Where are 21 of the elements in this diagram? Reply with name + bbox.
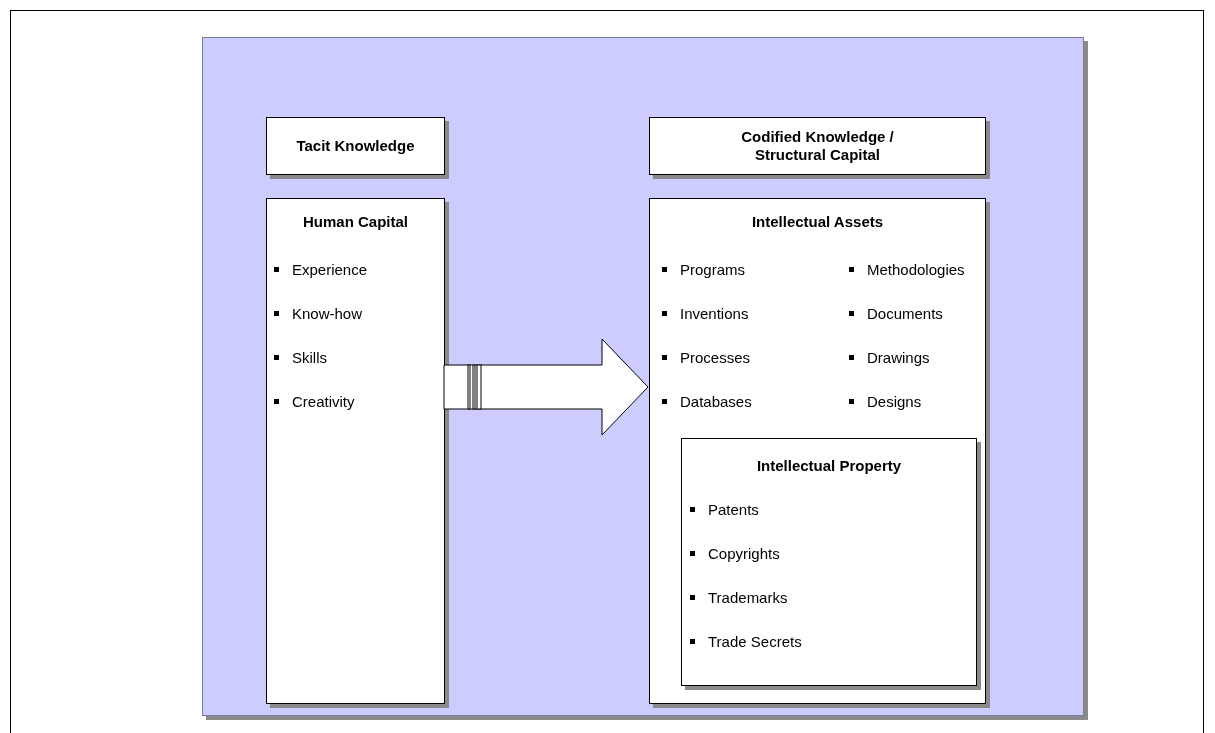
list-item: Patents <box>708 501 759 519</box>
box-heading: Intellectual Property <box>755 457 903 475</box>
list-item: Documents <box>867 305 943 323</box>
box-heading: Intellectual Assets <box>750 213 885 231</box>
list-item: Programs <box>680 261 746 279</box>
box-heading: Human Capital <box>302 213 409 231</box>
list-item: Processes <box>680 349 751 367</box>
list-item: Experience <box>292 261 368 279</box>
box-label: Tacit Knowledge <box>295 137 416 155</box>
list-item: Skills <box>292 349 327 367</box>
list-item: Databases <box>680 393 752 411</box>
list-item: Copyrights <box>708 545 780 563</box>
list-item: Drawings <box>867 349 930 367</box>
list-item: Designs <box>867 393 922 411</box>
list-item: Know-how <box>292 305 363 323</box>
list-item: Creativity <box>292 393 355 411</box>
list-item: Trade Secrets <box>708 633 802 651</box>
list-item: Trademarks <box>708 589 788 607</box>
list-item: Inventions <box>680 305 749 323</box>
list-item: Methodologies <box>867 261 965 279</box>
box-label: Codified Knowledge / Structural Capital <box>740 128 895 164</box>
